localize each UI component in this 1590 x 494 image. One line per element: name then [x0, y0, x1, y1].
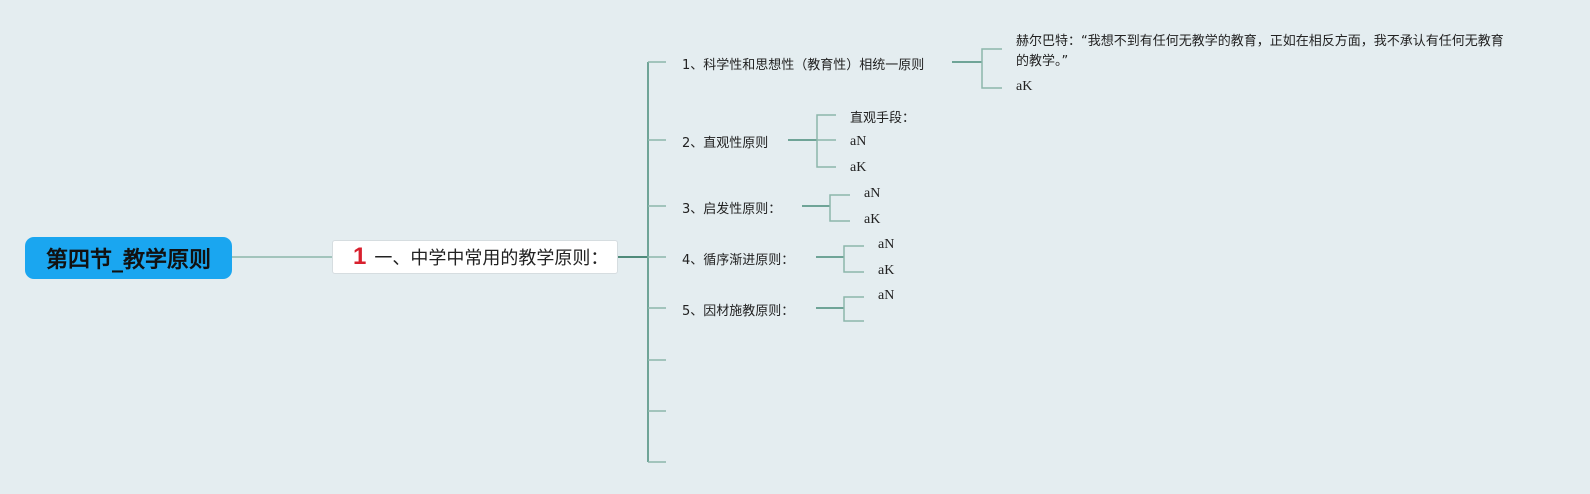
leaf-4-2[interactable]: aK	[878, 263, 895, 278]
bracket-4	[843, 245, 864, 273]
leaf-5-1[interactable]: aN	[878, 288, 895, 303]
bracket-3	[829, 194, 850, 222]
bracket-5	[843, 296, 864, 322]
subtopic-2[interactable]: 2、直观性原则	[682, 136, 769, 151]
leaf-3-1[interactable]: aN	[864, 186, 881, 201]
bracket-1	[981, 48, 1002, 89]
subtopic-1[interactable]: 1、科学性和思想性（教育性）相统一原则	[682, 58, 925, 73]
root-topic[interactable]: 第四节_教学原则	[25, 237, 232, 279]
main-topic-label: 一、中学中常用的教学原则：	[374, 248, 609, 269]
leaf-4-1[interactable]: aN	[878, 237, 895, 252]
subtopic-5[interactable]: 5、因材施教原则：	[682, 304, 795, 319]
root-topic-label: 第四节_教学原则	[45, 248, 211, 273]
bracket-2	[816, 114, 836, 168]
leaf-3-2[interactable]: aK	[864, 212, 881, 227]
leaf-2-2[interactable]: aN	[850, 134, 867, 149]
main-topic[interactable]: 1 一、中学中常用的教学原则：	[332, 240, 618, 274]
leaf-1-2[interactable]: aK	[1016, 79, 1033, 94]
subtopic-3[interactable]: 3、启发性原则：	[682, 202, 782, 217]
leaf-2-3[interactable]: aK	[850, 160, 867, 175]
subtopic-4[interactable]: 4、循序渐进原则：	[682, 253, 795, 268]
number-marker-icon: 1	[353, 243, 367, 270]
leaf-herbart-quote[interactable]: 赫尔巴特：“我想不到有任何无教学的教育，正如在相反方面，我不承认有任何无教育的教…	[1016, 34, 1504, 69]
leaf-2-1[interactable]: 直观手段：	[850, 111, 916, 126]
